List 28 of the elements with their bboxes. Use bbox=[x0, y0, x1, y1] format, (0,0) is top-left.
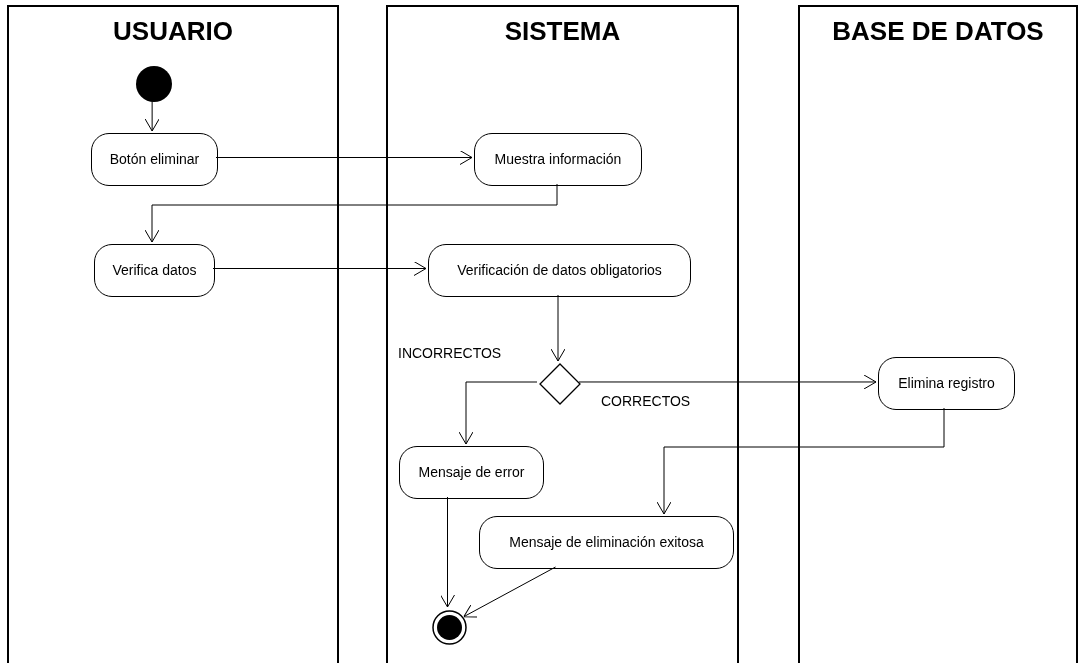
swimlane bbox=[7, 5, 339, 663]
arrow bbox=[144, 100, 160, 132]
arrow bbox=[463, 566, 557, 618]
arrow bbox=[212, 261, 427, 276]
activity-box: Muestra información bbox=[474, 133, 642, 186]
arrow bbox=[656, 407, 945, 515]
arrow bbox=[440, 496, 455, 608]
activity-box: Mensaje de eliminación exitosa bbox=[479, 516, 734, 569]
initial-node bbox=[136, 66, 172, 102]
final-node bbox=[432, 610, 467, 645]
lane-heading: USUARIO bbox=[112, 15, 234, 47]
lane-heading: BASE DE DATOS bbox=[831, 15, 1045, 47]
activity-box: Verifica datos bbox=[94, 244, 215, 297]
arrow bbox=[215, 150, 473, 165]
decision-diamond bbox=[539, 363, 581, 405]
activity-box: Mensaje de error bbox=[399, 446, 544, 499]
activity-box: Botón eliminar bbox=[91, 133, 218, 186]
lane-heading: SISTEMA bbox=[503, 15, 622, 47]
activity-box: Verificación de datos obligatorios bbox=[428, 244, 691, 297]
activity-box: Elimina registro bbox=[878, 357, 1015, 410]
arrow bbox=[458, 381, 538, 445]
arrow bbox=[144, 183, 558, 243]
arrow bbox=[550, 294, 566, 362]
arrow bbox=[578, 374, 877, 390]
swimlane bbox=[386, 5, 739, 663]
swimlane bbox=[798, 5, 1078, 663]
edge-label: CORRECTOS bbox=[600, 393, 692, 409]
edge-label: INCORRECTOS bbox=[397, 345, 503, 361]
